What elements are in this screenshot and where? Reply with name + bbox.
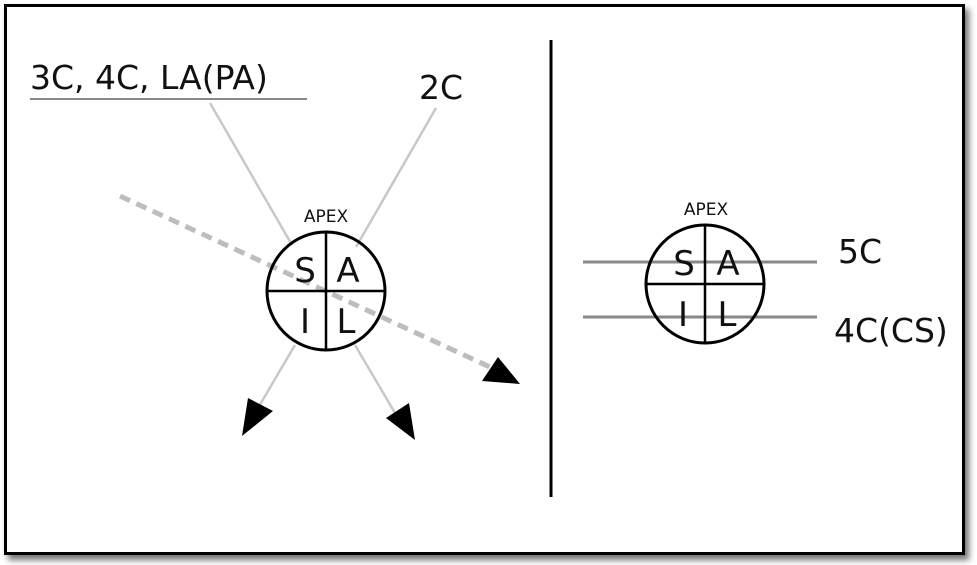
arrowhead-left xyxy=(242,398,273,436)
arrowhead-right xyxy=(386,403,415,440)
segment-l: L xyxy=(337,302,356,342)
segment-i-right: I xyxy=(678,295,688,335)
arrow-line-left xyxy=(256,344,297,409)
segment-a: A xyxy=(336,251,359,291)
figure-frame xyxy=(4,4,965,555)
dashed-view-line xyxy=(118,193,494,371)
segment-a-right: A xyxy=(716,244,739,284)
apex-label: APEX xyxy=(304,207,349,227)
arrow-line-right xyxy=(353,344,397,414)
label-4c-cs: 4C(CS) xyxy=(834,311,948,350)
label-5c: 5C xyxy=(838,232,882,271)
apex-label-right: APEX xyxy=(684,200,729,220)
left-diagram: 3C, 4C, LA(PA) 2C APEX S A I L xyxy=(30,58,520,440)
dashed-arrowhead xyxy=(482,357,520,384)
segment-s: S xyxy=(294,251,316,291)
segment-s-right: S xyxy=(673,244,695,284)
view-line-3c4c xyxy=(208,102,294,246)
view-line-2c xyxy=(354,107,438,248)
label-3c-4c-la: 3C, 4C, LA(PA) xyxy=(30,58,268,97)
segment-i: I xyxy=(300,302,310,342)
segment-l-right: L xyxy=(718,295,737,335)
label-2c: 2C xyxy=(419,68,463,107)
right-diagram: APEX S A I L 5C 4C(CS) xyxy=(583,200,948,350)
